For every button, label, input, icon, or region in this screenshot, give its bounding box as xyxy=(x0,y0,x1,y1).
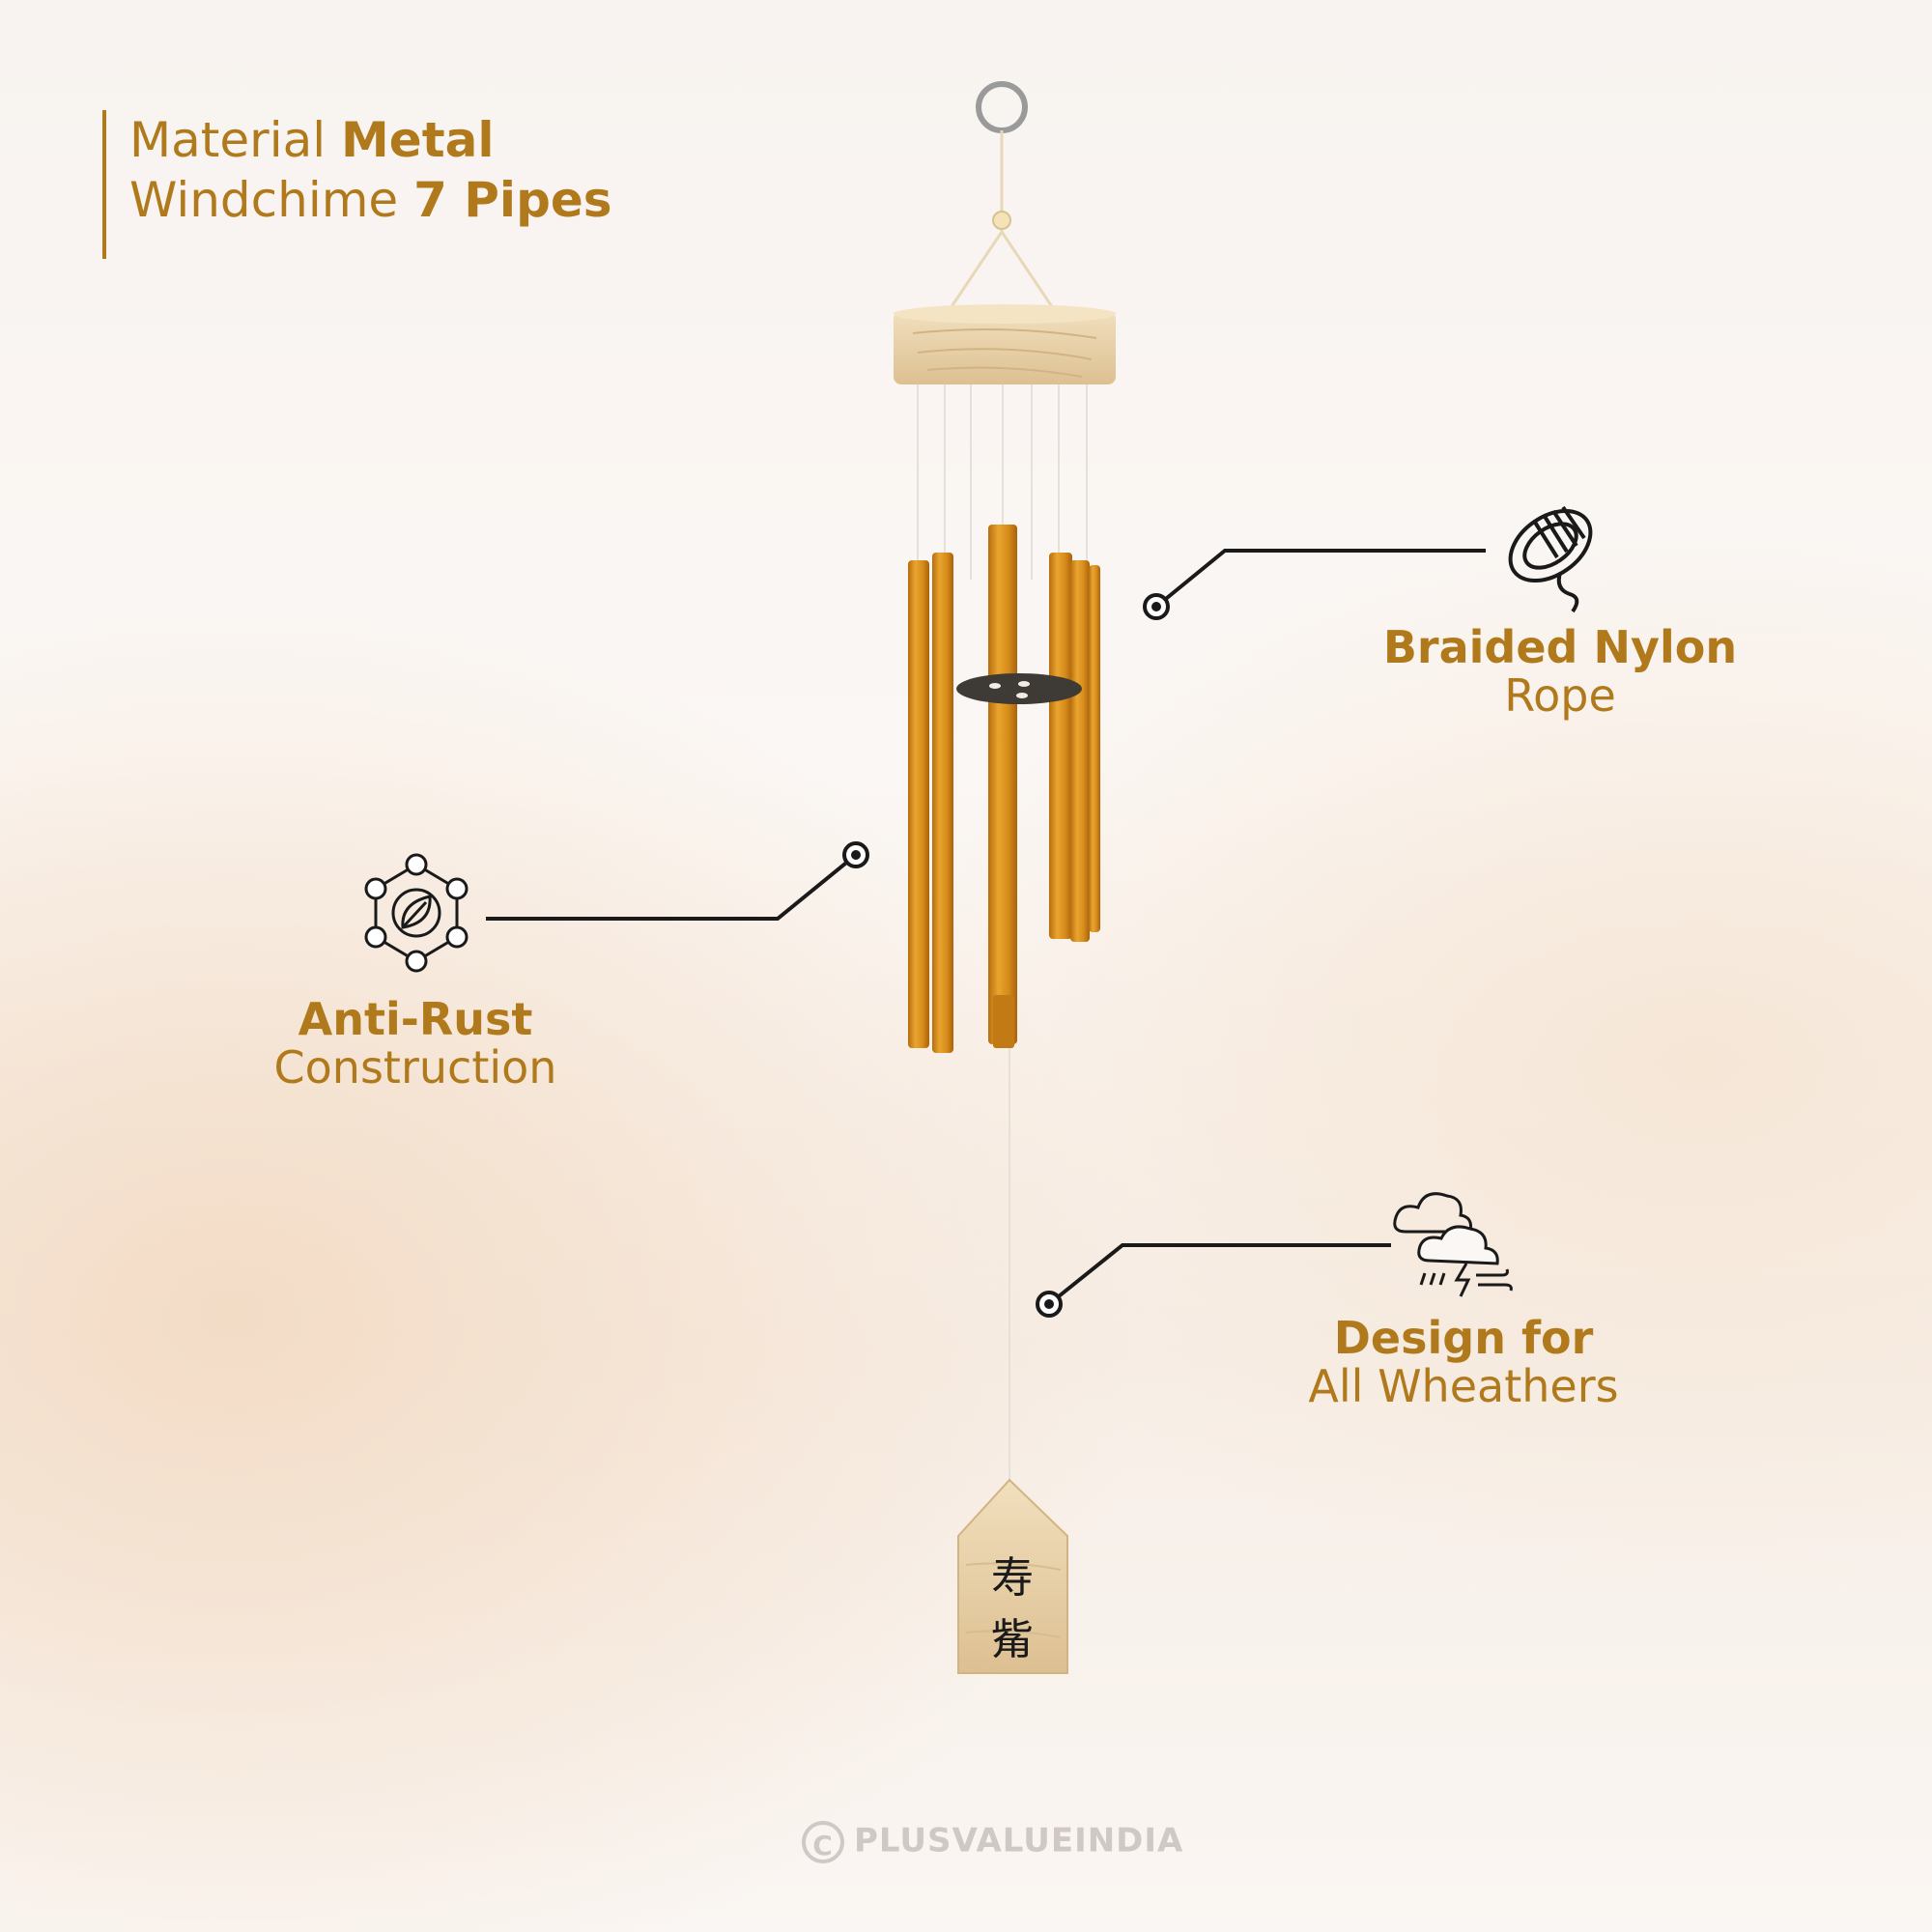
leaf-hexagon-icon xyxy=(364,853,469,973)
pipe xyxy=(908,560,929,1048)
watermark-text: PLUSVALUEINDIA xyxy=(854,1821,1184,1861)
pipes-line: Windchime 7 Pipes xyxy=(129,170,612,230)
pipes-value: 7 Pipes xyxy=(413,172,612,228)
pipe xyxy=(1089,565,1100,932)
weather-feature-title: Design for xyxy=(1333,1312,1594,1364)
material-label: Material xyxy=(129,112,342,168)
material-value: Metal xyxy=(341,112,495,168)
windchime-label: Windchime xyxy=(129,172,414,228)
wooden-tag xyxy=(957,1478,1068,1674)
rope-callout-line xyxy=(1154,549,1486,609)
rope-coil-icon xyxy=(1508,505,1593,613)
material-line: Material Metal xyxy=(129,110,612,170)
callout-dots xyxy=(842,593,1170,1318)
rust-feature-title: Anti-Rust xyxy=(298,993,533,1045)
pipe-strings xyxy=(917,384,1088,580)
striker-disc xyxy=(956,673,1082,704)
rope-feature: Braided Nylon Rope xyxy=(1377,623,1744,720)
wooden-top xyxy=(894,304,1116,384)
pipe xyxy=(993,995,1014,1048)
copyright-icon: C xyxy=(802,1821,844,1863)
pipe xyxy=(988,525,1017,1044)
tag-character: 觜 xyxy=(991,1615,1034,1664)
metal-pipes xyxy=(908,525,1100,1053)
weather-feature: Design for All Wheathers xyxy=(1261,1314,1666,1410)
title-block: Material Metal Windchime 7 Pipes xyxy=(102,110,612,259)
weather-feature-subtitle: All Wheathers xyxy=(1308,1360,1619,1412)
rust-feature: Anti-Rust Construction xyxy=(232,995,599,1092)
rust-feature-subtitle: Construction xyxy=(273,1041,557,1094)
weather-callout-line xyxy=(1047,1243,1391,1306)
pipe xyxy=(932,553,953,1053)
rope-feature-subtitle: Rope xyxy=(1504,669,1616,722)
storm-cloud-icon xyxy=(1393,1192,1513,1297)
rust-callout-line xyxy=(486,853,858,921)
tag-character: 寿 xyxy=(991,1553,1034,1603)
pipe xyxy=(1049,553,1072,939)
hanging-ring xyxy=(945,81,1059,315)
pipe xyxy=(1070,560,1090,942)
rope-feature-title: Braided Nylon xyxy=(1382,621,1738,673)
callout-lines xyxy=(486,549,1486,1306)
